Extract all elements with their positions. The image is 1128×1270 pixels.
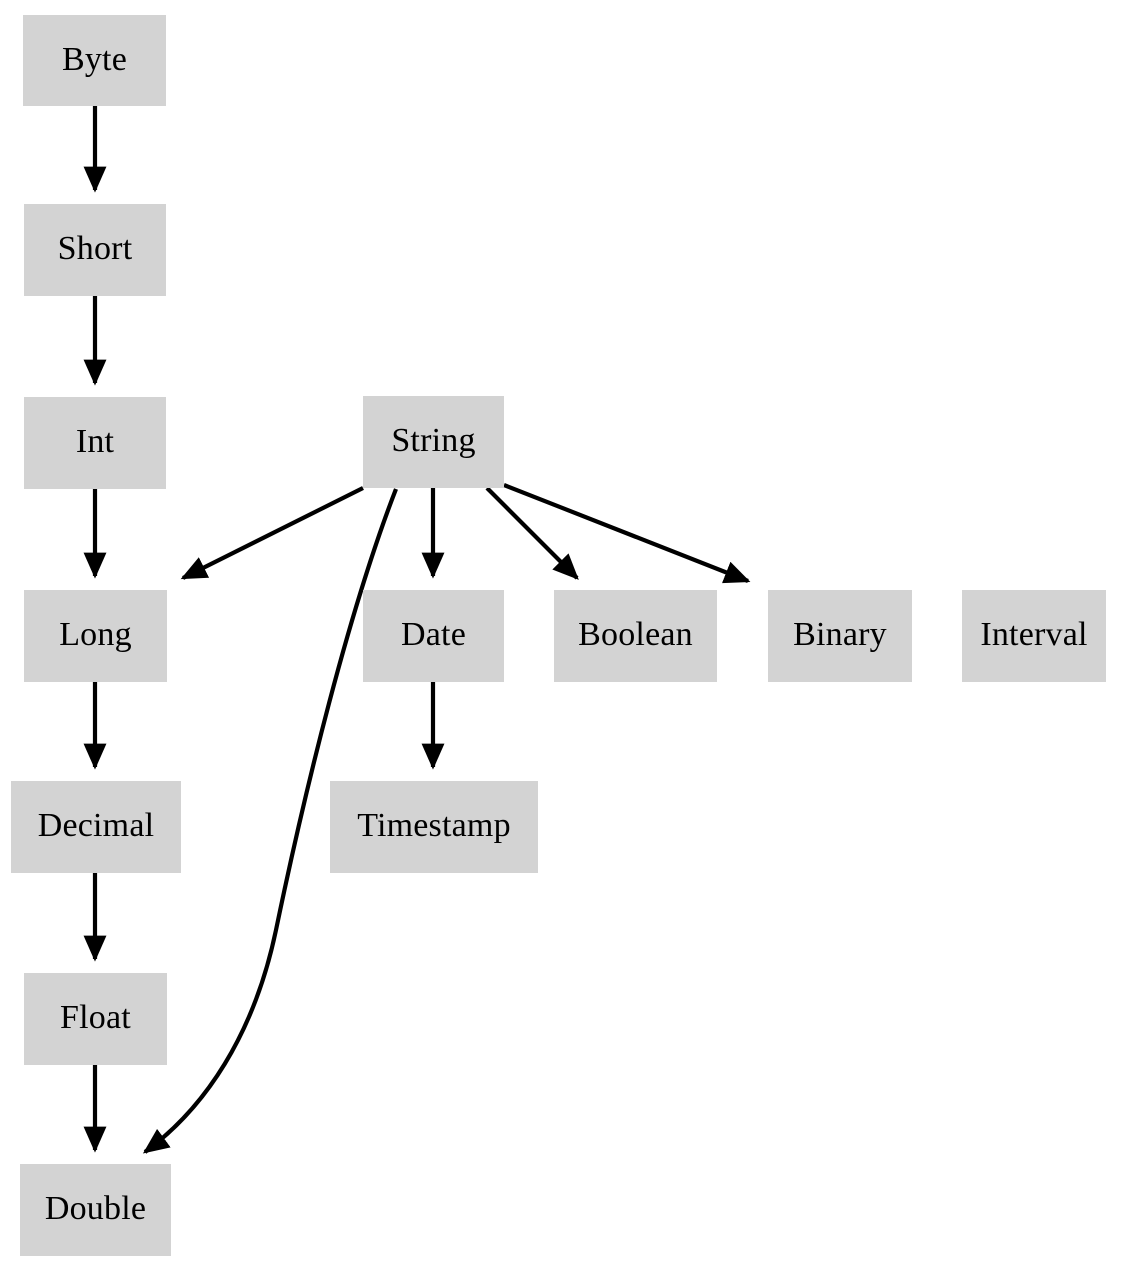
node-double-label: Double xyxy=(44,1190,147,1227)
node-binary[interactable]: Binary xyxy=(768,590,912,682)
node-binary-label: Binary xyxy=(793,616,887,653)
node-int-label: Int xyxy=(75,423,115,460)
node-byte-label: Byte xyxy=(61,40,127,78)
node-interval[interactable]: Interval xyxy=(962,590,1106,682)
node-float-label: Float xyxy=(60,999,131,1036)
edge-string-boolean xyxy=(485,486,579,580)
node-long[interactable]: Long xyxy=(24,590,167,682)
edge-string-binary xyxy=(503,483,751,584)
node-byte[interactable]: Byte xyxy=(23,15,166,106)
node-interval-label: Interval xyxy=(980,616,1088,653)
node-decimal[interactable]: Decimal xyxy=(11,781,181,873)
edge-string-long xyxy=(180,486,364,580)
node-short-label: Short xyxy=(57,230,133,267)
node-boolean-label: Boolean xyxy=(578,616,693,653)
node-long-label: Long xyxy=(59,616,132,653)
node-decimal-label: Decimal xyxy=(37,807,155,844)
node-string[interactable]: String xyxy=(363,396,504,488)
node-int[interactable]: Int xyxy=(24,397,166,489)
node-date-label: Date xyxy=(401,616,466,653)
node-short[interactable]: Short xyxy=(24,204,166,296)
node-double[interactable]: Double xyxy=(20,1164,171,1256)
node-float[interactable]: Float xyxy=(24,973,167,1065)
node-boolean[interactable]: Boolean xyxy=(554,590,717,682)
node-string-label: String xyxy=(391,422,476,459)
node-timestamp[interactable]: Timestamp xyxy=(330,781,538,873)
node-date[interactable]: Date xyxy=(363,590,504,682)
node-timestamp-label: Timestamp xyxy=(357,807,511,844)
